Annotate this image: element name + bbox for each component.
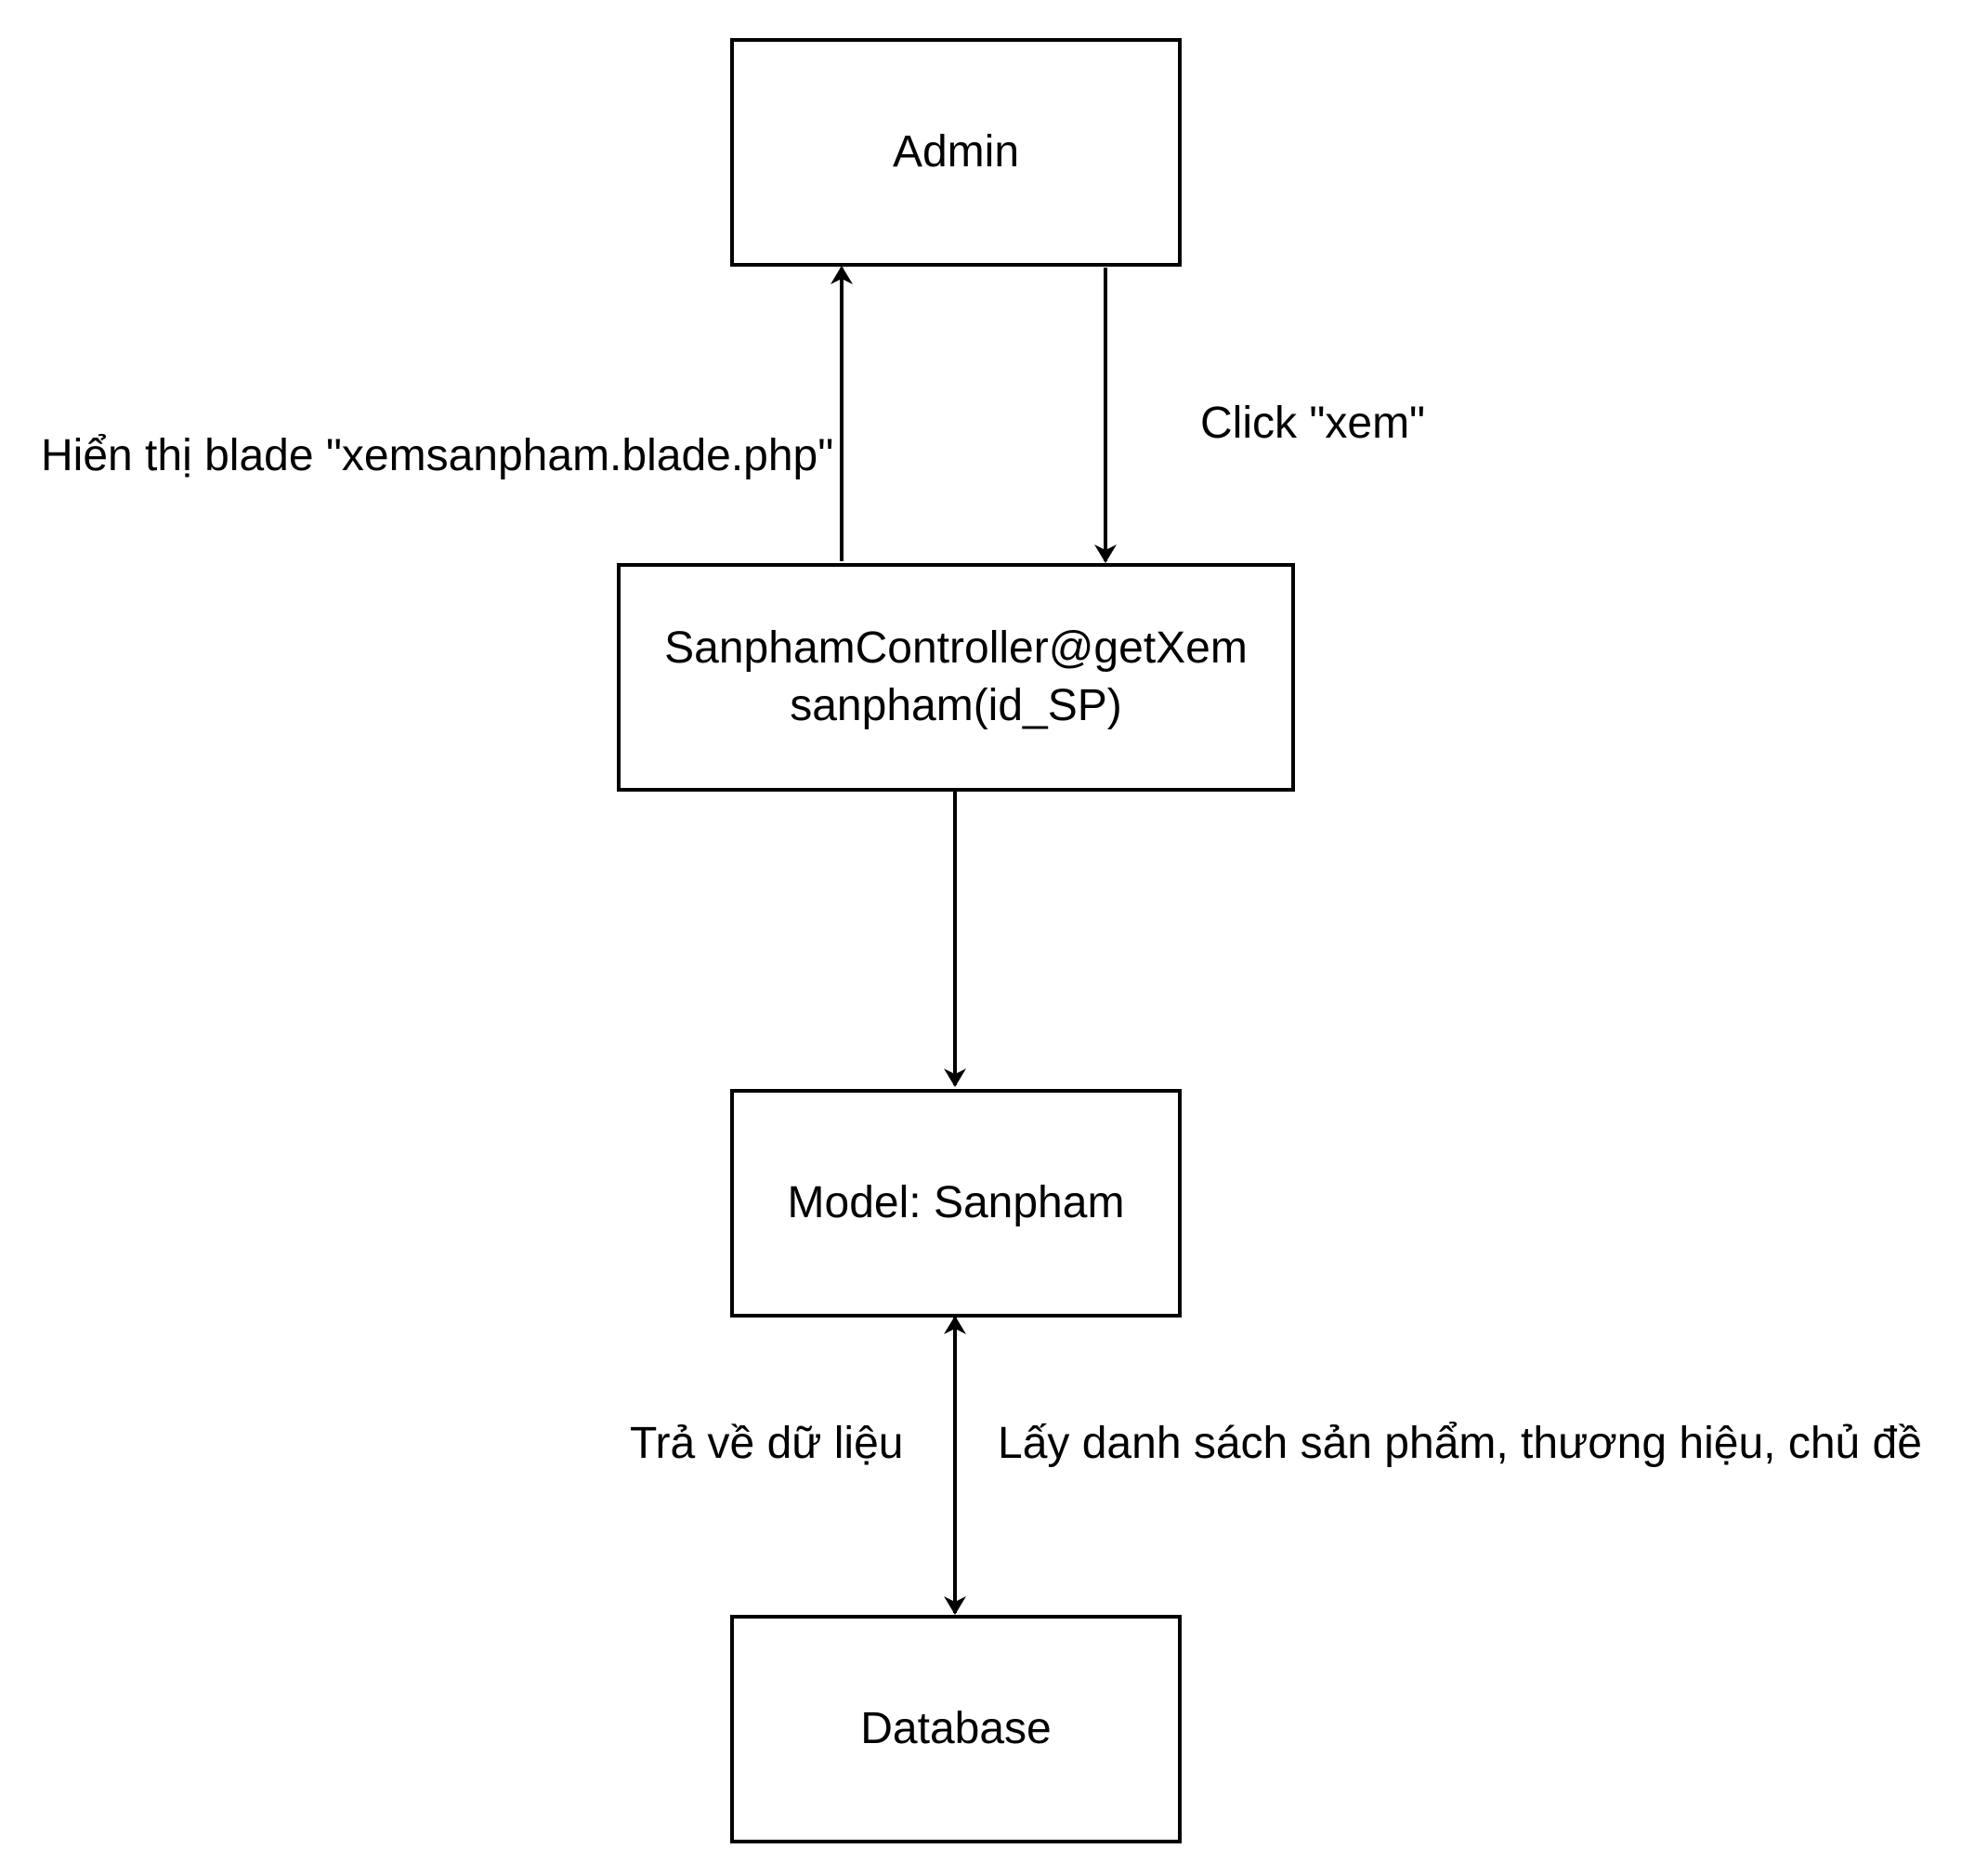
admin-node-label: Admin [892,127,1020,177]
edge-label-return-data: Trả về dữ liệu [630,1419,904,1468]
edge-label-click-view: Click "xem" [1200,399,1426,448]
edge-label-fetch-lists: Lấy danh sách sản phẩm, thương hiệu, chủ… [998,1419,1922,1468]
controller-node: SanphamController@getXem sanpham(id_SP) [617,563,1295,792]
controller-node-line1: SanphamController@getXem [664,623,1248,673]
controller-node-line2: sanpham(id_SP) [790,681,1122,730]
edge-label-show-view: Hiển thị blade "xemsanpham.blade.php" [41,431,834,480]
database-node-label: Database [860,1704,1052,1753]
model-node: Model: Sanpham [730,1089,1182,1318]
database-node: Database [730,1615,1182,1843]
model-node-label: Model: Sanpham [787,1178,1125,1227]
admin-node: Admin [730,38,1182,267]
